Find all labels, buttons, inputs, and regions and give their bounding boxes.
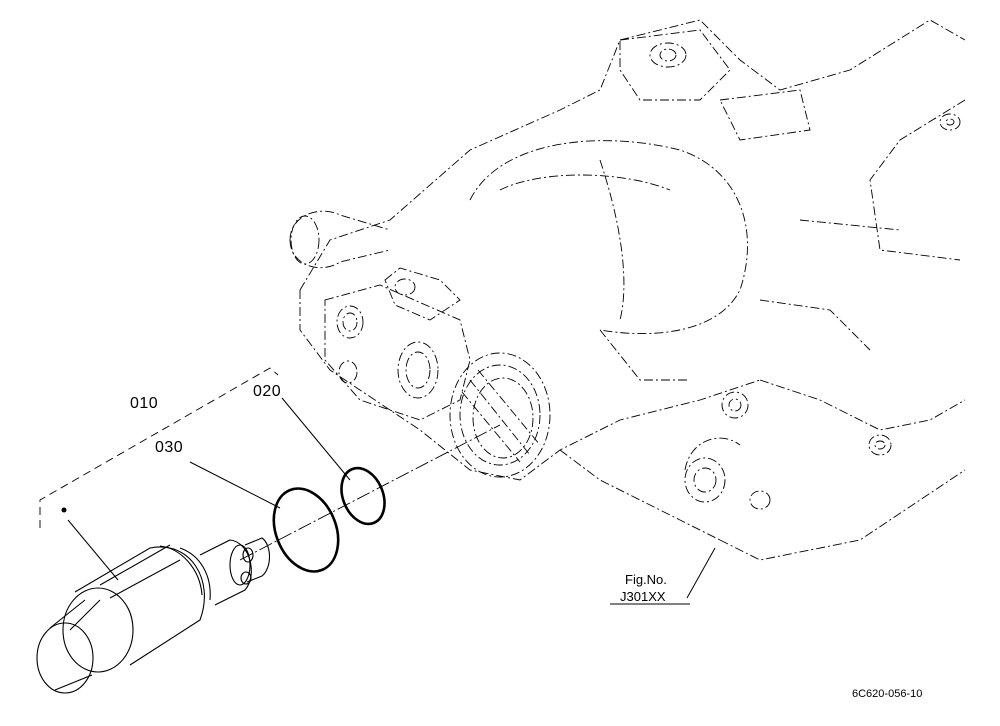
valve-cartridge: [36, 537, 271, 694]
bracket-dot: [61, 507, 67, 513]
fig-number-label: Fig.No.: [625, 572, 667, 587]
leader-fig: [686, 547, 716, 599]
axis-centerline: [239, 424, 501, 561]
callout-020: 020: [253, 383, 282, 400]
drawing-code: 6C620-056-10: [852, 688, 923, 700]
leader-030: [189, 461, 281, 509]
large-oring: [272, 487, 340, 573]
leader-020: [281, 397, 351, 481]
assembly-bracket: [39, 367, 279, 528]
fig-number-value: J301XX: [620, 589, 666, 604]
valve-housing: [289, 19, 966, 561]
small-oring: [340, 466, 386, 526]
callout-010: 010: [130, 395, 159, 412]
leader-010: [67, 519, 119, 581]
callout-030: 030: [155, 439, 184, 456]
